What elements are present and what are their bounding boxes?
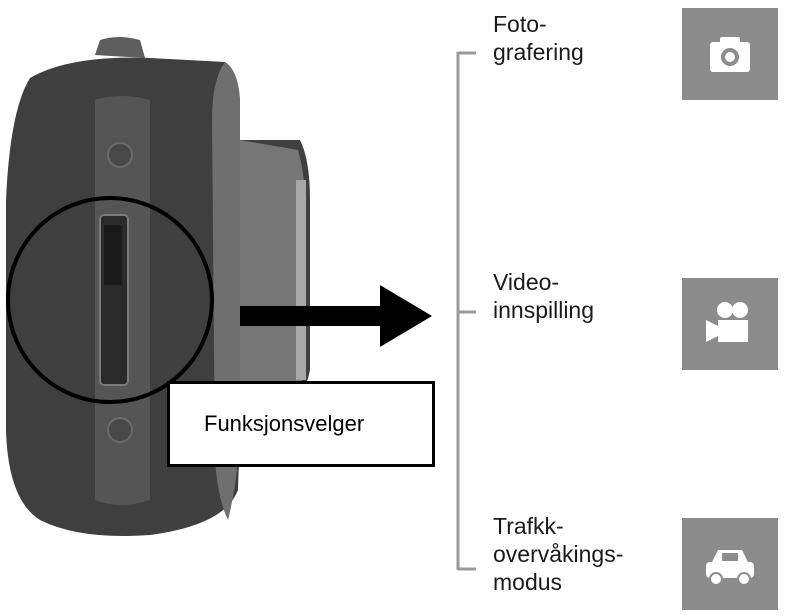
device-screen-rim bbox=[296, 180, 306, 380]
highlight-circle bbox=[6, 196, 214, 404]
mode-label-video: Video- innspilling bbox=[493, 269, 595, 323]
upper-button bbox=[107, 142, 133, 168]
camera-icon bbox=[682, 8, 778, 100]
mode-label-photo: Foto- grafering bbox=[493, 11, 584, 65]
mode-label-traffic: Trafkk- overvåkings- modus bbox=[493, 513, 624, 595]
pointer-arrow-shaft bbox=[240, 306, 385, 326]
lower-button bbox=[107, 417, 133, 443]
function-selector-label: Funksjonsvelger bbox=[204, 411, 365, 436]
function-selector-callout: Funksjonsvelger bbox=[167, 381, 435, 467]
mode-slider-knob bbox=[104, 225, 122, 285]
pointer-arrow-head bbox=[380, 285, 432, 347]
car-icon bbox=[682, 518, 778, 610]
top-button bbox=[95, 37, 145, 58]
device-screen-edge bbox=[240, 140, 305, 420]
video-camera-icon bbox=[682, 278, 778, 370]
